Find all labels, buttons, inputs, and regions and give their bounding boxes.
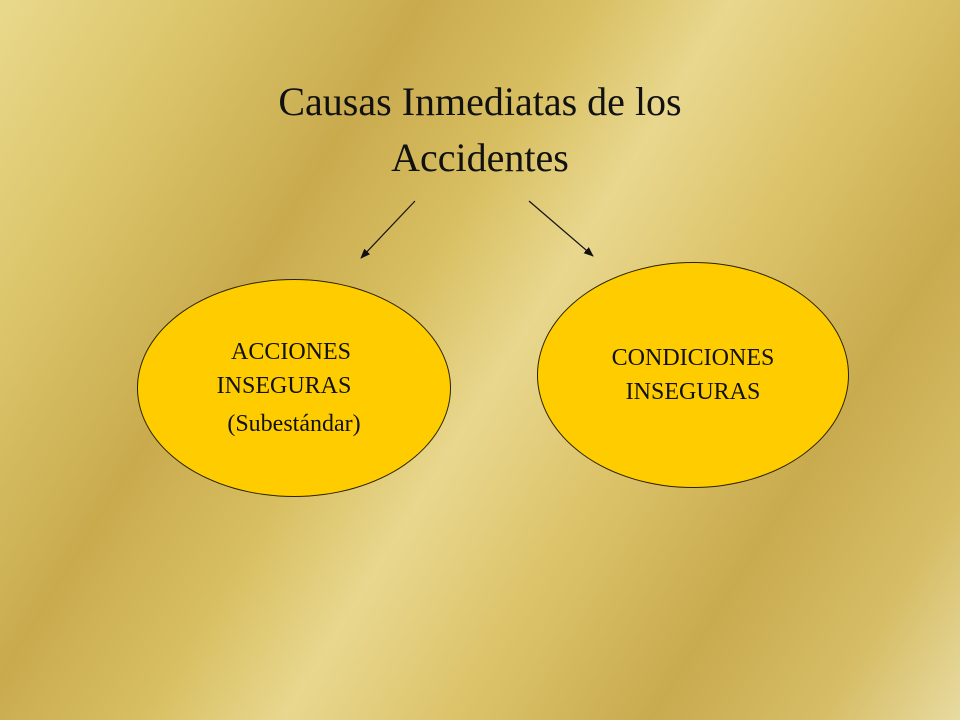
diagram-title: Causas Inmediatas de los Accidentes: [180, 74, 780, 186]
node-acciones-inseguras: ACCIONES INSEGURAS (Subestándar): [137, 279, 451, 497]
arrow-to-acciones: [360, 200, 416, 259]
node-acciones-line-1: ACCIONES: [230, 339, 351, 365]
node-condiciones-inseguras: CONDICIONES INSEGURAS: [537, 262, 849, 488]
node-acciones-line-3: (Subestándar): [227, 411, 361, 437]
arrow-to-condiciones: [528, 200, 594, 257]
node-condiciones-line-1: CONDICIONES: [611, 345, 775, 371]
node-acciones-line-2: INSEGURAS: [216, 373, 352, 399]
title-line-2: Accidentes: [391, 135, 569, 180]
node-condiciones-line-2: INSEGURAS: [625, 379, 761, 405]
title-line-1: Causas Inmediatas de los: [278, 79, 682, 124]
